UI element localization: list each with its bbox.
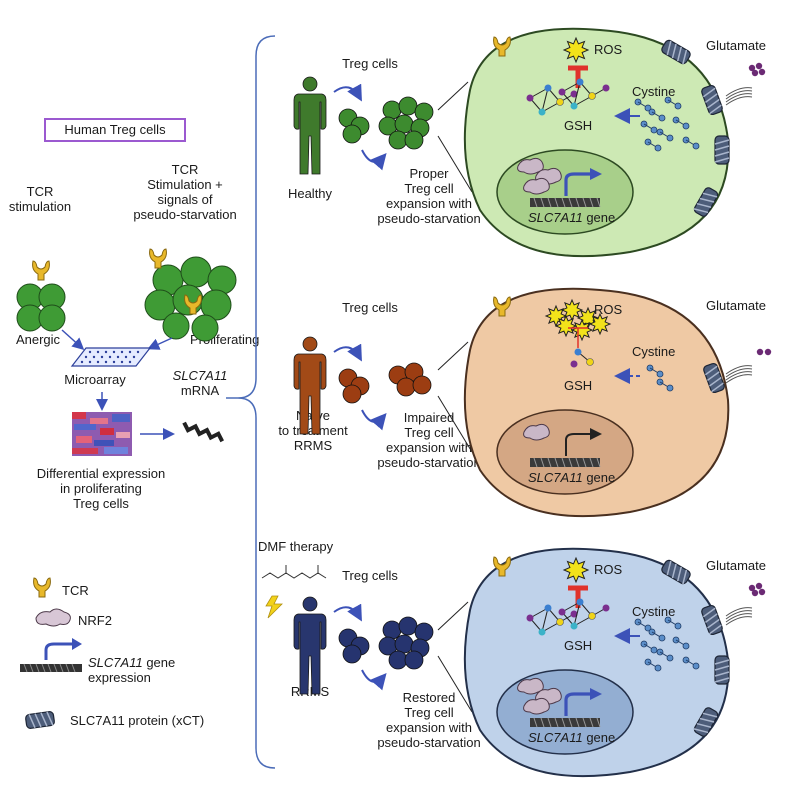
glutamate-label: Glutamate xyxy=(706,298,766,313)
cystine-icon xyxy=(634,616,700,672)
cystine-label: Cystine xyxy=(632,84,676,99)
treg-cell-cluster-icon xyxy=(338,368,370,404)
cystine-label: Cystine xyxy=(632,344,676,359)
ros-label: ROS xyxy=(594,42,623,57)
cystine-icon xyxy=(634,96,700,152)
person-icon xyxy=(293,76,327,175)
person-icon xyxy=(293,596,327,695)
xct-protein-icon xyxy=(24,710,56,730)
microarray-label: Microarray xyxy=(64,372,126,387)
xct-protein-icon xyxy=(701,361,727,395)
cystine-label: Cystine xyxy=(632,604,676,619)
glutamate-icon xyxy=(748,62,766,77)
glutamate-icon xyxy=(756,348,772,356)
ros-label: ROS xyxy=(594,302,623,317)
title-box: Human Treg cells xyxy=(44,118,186,142)
legend-nrf2-label: NRF2 xyxy=(78,613,112,628)
cystine-icon xyxy=(646,364,674,392)
glutamate-label: Glutamate xyxy=(706,558,766,573)
p3-person-label: RRMS xyxy=(290,684,330,699)
gene-label: SLC7A11 gene xyxy=(528,470,616,485)
treg-cell-cluster-icon xyxy=(338,628,370,664)
nrf2-icon xyxy=(517,677,562,715)
treg-cell-cluster-icon xyxy=(338,108,370,144)
proliferating-label: Proliferating xyxy=(190,332,260,347)
ros-label: ROS xyxy=(594,562,623,577)
gene-expression-icon xyxy=(530,718,600,727)
xct-protein-icon xyxy=(659,558,730,739)
gene-expression-icon xyxy=(530,198,600,207)
microarray-icon xyxy=(70,347,152,367)
glutamate-label: Glutamate xyxy=(706,38,766,53)
gene-label: SLC7A11 gene xyxy=(528,210,616,225)
gsh-network-icon xyxy=(570,348,594,368)
ros-icon xyxy=(562,36,590,64)
heatmap-icon xyxy=(72,412,132,456)
tcr-icon xyxy=(32,260,50,281)
inhibition-icon xyxy=(568,585,588,608)
treg-expansion-cluster-icon xyxy=(378,616,434,670)
glutamate-icon xyxy=(748,582,766,597)
gene-label: SLC7A11 gene xyxy=(528,730,616,745)
legend-tcr-label: TCR xyxy=(62,583,89,598)
nrf2-icon xyxy=(523,423,550,441)
p3-dmf-label: DMF therapy xyxy=(258,539,334,554)
nrf2-icon xyxy=(517,157,562,195)
treg-expansion-cluster-icon xyxy=(388,362,432,397)
gsh-label: GSH xyxy=(564,378,593,393)
treg-expansion-cluster-icon xyxy=(378,96,434,150)
anergic-label: Anergic xyxy=(15,332,61,347)
xct-protein-icon xyxy=(659,38,730,219)
lightning-icon xyxy=(265,595,283,619)
p1-treg-label: Treg cells xyxy=(342,56,398,71)
gsh-network-icon xyxy=(526,78,610,116)
gsh-network-icon xyxy=(526,598,610,636)
p1-person-label: Healthy xyxy=(287,186,333,201)
legend-protein-label: SLC7A11 protein (xCT) xyxy=(70,713,205,728)
p3-treg-label: Treg cells xyxy=(342,568,398,583)
p2-treg-label: Treg cells xyxy=(342,300,398,315)
gene-expression-icon xyxy=(530,458,600,467)
anergic-cell-cluster-icon xyxy=(16,283,66,332)
gsh-label: GSH xyxy=(564,118,593,133)
inhibition-icon xyxy=(568,327,588,348)
legend-gene-expression-label: SLC7A11 gene expression xyxy=(88,655,176,685)
gsh-label: GSH xyxy=(564,638,593,653)
title: Human Treg cells xyxy=(64,122,166,137)
dmf-molecule-icon xyxy=(261,565,327,579)
ros-icon xyxy=(562,556,590,584)
gene-expression-icon xyxy=(20,638,82,673)
mrna-icon xyxy=(182,421,224,443)
bracket xyxy=(237,35,276,769)
nrf2-icon xyxy=(35,608,71,627)
proliferating-cell-cluster-icon xyxy=(144,256,237,342)
inhibition-icon xyxy=(568,65,588,88)
